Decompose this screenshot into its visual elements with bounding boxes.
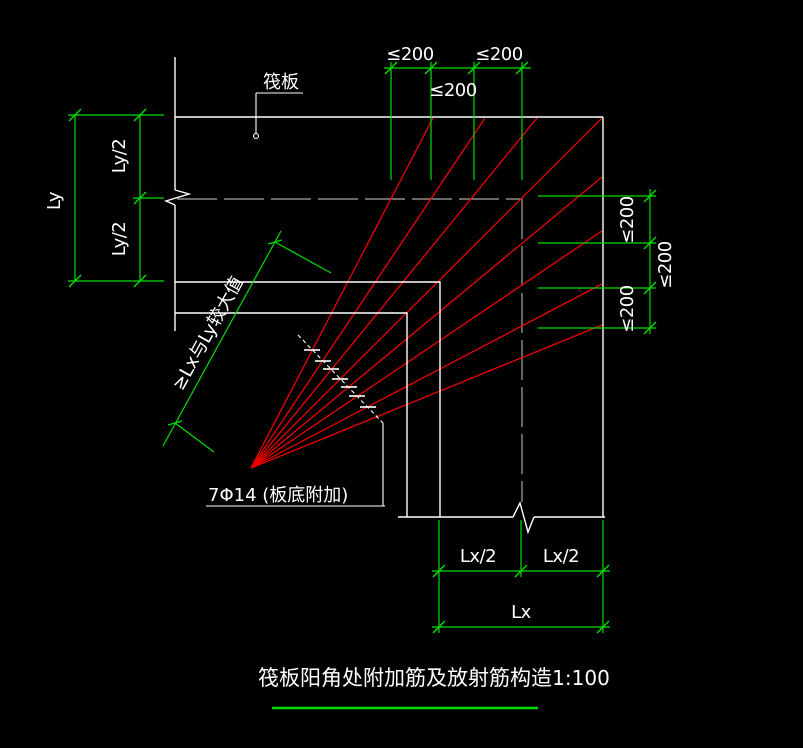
- rebar-count-ticks: [304, 349, 376, 408]
- slab-label: 筏板: [263, 72, 299, 93]
- diagonal-witness-stub: [174, 422, 215, 453]
- top-spacing-label-2: ≤200: [475, 44, 522, 65]
- ly-total-label: Ly: [44, 191, 65, 210]
- wall-inner-edge: [175, 312, 408, 517]
- diagonal-length-note: ≥Lx与Ly较大值: [168, 273, 248, 394]
- top-spacing-label-1: ≤200: [386, 44, 433, 65]
- rebar-note-label: 7Φ14 (板底附加): [208, 485, 348, 506]
- radial-rebar-line: [250, 283, 603, 469]
- slab-label-leader-dot: [252, 132, 260, 140]
- radial-rebar-line: [250, 324, 603, 469]
- right-spacing-label-2: ≤200: [655, 241, 676, 288]
- radial-rebar-fan: [250, 117, 603, 469]
- right-spacing-label-3: ≤200: [617, 285, 638, 332]
- top-spacing-label-3: ≤200: [429, 80, 476, 101]
- diagonal-witness-stub: [274, 241, 332, 274]
- lx-half-right-label: Lx/2: [543, 546, 579, 567]
- lx-half-left-label: Lx/2: [460, 546, 496, 567]
- drawing-scale: 1:100: [552, 666, 610, 690]
- radial-rebar-line: [250, 117, 434, 469]
- break-symbol-bottom: [512, 501, 535, 535]
- break-symbol-left: [163, 189, 192, 206]
- rebar-leader-diagonal: [297, 334, 384, 424]
- right-spacing-label-1: ≤200: [617, 196, 638, 243]
- radial-rebar-line: [250, 176, 603, 469]
- ly-half-bottom-label: Ly/2: [109, 222, 130, 257]
- dimension-ticks: [68, 61, 657, 634]
- radial-rebar-line: [250, 117, 538, 469]
- drawing-title: 筏板阳角处附加筋及放射筋构造: [258, 666, 552, 690]
- ly-half-top-label: Ly/2: [109, 139, 130, 174]
- wall-outer-edge: [175, 281, 441, 517]
- radial-rebar-line: [250, 117, 486, 469]
- diagonal-dimension-line: [162, 230, 282, 447]
- radial-rebar-line: [250, 230, 603, 469]
- radial-rebar-line: [250, 117, 603, 469]
- lx-total-label: Lx: [511, 602, 532, 623]
